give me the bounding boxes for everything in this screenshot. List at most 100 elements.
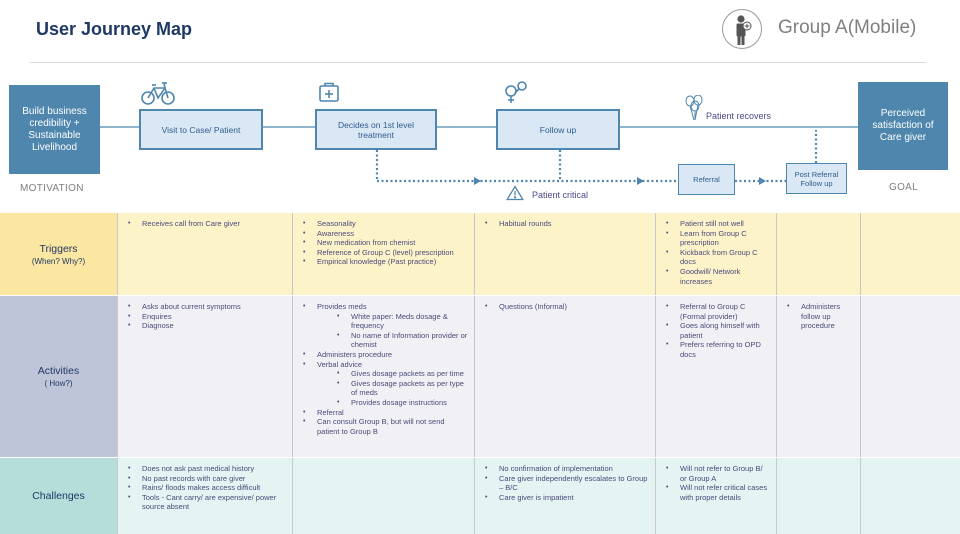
list-item: Habitual rounds bbox=[481, 219, 649, 229]
table-cell: Provides medsWhite paper: Meds dosage & … bbox=[292, 296, 474, 457]
post-referral-box: Post Referral Follow up bbox=[786, 163, 847, 194]
list-item: Tools - Cant carry/ are expensive/ power… bbox=[124, 493, 286, 512]
list-item: Prefers referring to OPD docs bbox=[662, 340, 770, 359]
row-label: Activities( How?) bbox=[0, 296, 117, 457]
step-follow-up: Follow up bbox=[496, 109, 620, 150]
step-visit-to-case: Visit to Case/ Patient bbox=[139, 109, 263, 150]
table-cell: Habitual rounds bbox=[474, 213, 655, 295]
row-triggers: Triggers(When? Why?) Receives call from C… bbox=[0, 212, 960, 295]
list-item: Provides meds bbox=[299, 302, 468, 312]
person-plus-icon bbox=[722, 9, 762, 49]
list-item: Kickback from Group C docs bbox=[662, 248, 770, 267]
journey-flow-lines bbox=[100, 126, 858, 185]
list-item: Gives dosage packets as per time bbox=[299, 369, 468, 379]
list-item: Empirical knowledge (Past practice) bbox=[299, 257, 468, 267]
list-item: Asks about current symptoms bbox=[124, 302, 286, 312]
bullet-list: Patient still not wellLearn from Group C… bbox=[662, 219, 770, 286]
referral-box: Referral bbox=[678, 164, 735, 195]
list-item: Will not refer to Group B/ or Group A bbox=[662, 464, 770, 483]
list-item: No past records with care giver bbox=[124, 474, 286, 484]
step-label: Visit to Case/ Patient bbox=[161, 124, 241, 135]
table-cell: Patient still not wellLearn from Group C… bbox=[655, 213, 776, 295]
medical-kit-icon bbox=[318, 81, 340, 108]
table-cell: Asks about current symptomsEnquiresDiagn… bbox=[117, 296, 292, 457]
bullet-list: Does not ask past medical historyNo past… bbox=[124, 464, 286, 512]
step-decides-treatment: Decides on 1st level treatment bbox=[315, 109, 437, 150]
bullet-list: Administers follow up procedure bbox=[783, 302, 854, 331]
goal-caption: GOAL bbox=[889, 182, 918, 193]
list-item: Administers procedure bbox=[299, 350, 468, 360]
bicycle-icon bbox=[141, 80, 175, 111]
table-cell bbox=[292, 458, 474, 534]
table-cell bbox=[860, 213, 960, 295]
list-item: No name of Information provider or chemi… bbox=[299, 331, 468, 350]
bullet-list: Asks about current symptomsEnquiresDiagn… bbox=[124, 302, 286, 331]
header-divider bbox=[30, 62, 926, 63]
balloons-icon bbox=[684, 94, 706, 126]
list-item: Will not refer critical cases with prope… bbox=[662, 483, 770, 502]
list-item: Diagnose bbox=[124, 321, 286, 331]
step-label: Follow up bbox=[539, 124, 577, 135]
bullet-list: Referral to Group C (Formal provider)Goe… bbox=[662, 302, 770, 360]
bullet-list: Provides medsWhite paper: Meds dosage & … bbox=[299, 302, 468, 436]
list-item: Goodwill/ Network increases bbox=[662, 267, 770, 286]
arrow-head-1 bbox=[474, 177, 481, 185]
list-item: Can consult Group B, but will not send p… bbox=[299, 417, 468, 436]
list-item: Care giver independently escalates to Gr… bbox=[481, 474, 649, 493]
bullet-list: Questions (Informal) bbox=[481, 302, 649, 312]
critical-path bbox=[375, 130, 818, 183]
goal-box: Perceived satisfaction of Care giver bbox=[858, 82, 948, 170]
list-item: Learn from Group C prescription bbox=[662, 229, 770, 248]
list-item: Receives call from Care giver bbox=[124, 219, 286, 229]
row-activities: Activities( How?)Asks about current symp… bbox=[0, 295, 960, 457]
row-label-sub: (When? Why?) bbox=[31, 256, 86, 266]
list-item: Reference of Group C (level) prescriptio… bbox=[299, 248, 468, 258]
table-cell: Referral to Group C (Formal provider)Goe… bbox=[655, 296, 776, 457]
bullet-list: No confirmation of implementationCare gi… bbox=[481, 464, 649, 502]
table-cell bbox=[860, 296, 960, 457]
group-label: Group A(Mobile) bbox=[778, 17, 917, 38]
list-item: Patient still not well bbox=[662, 219, 770, 229]
list-item: Care giver is impatient bbox=[481, 493, 649, 503]
table-cell: Receives call from Care giver bbox=[117, 213, 292, 295]
motivation-box: Build business credibility + Sustainable… bbox=[9, 85, 100, 174]
table-cell bbox=[776, 213, 860, 295]
bullet-list: Receives call from Care giver bbox=[124, 219, 286, 229]
list-item: Questions (Informal) bbox=[481, 302, 649, 312]
row-label: Triggers(When? Why?) bbox=[0, 213, 117, 295]
arrow-head-2 bbox=[637, 177, 644, 185]
motivation-caption: MOTIVATION bbox=[20, 183, 84, 194]
list-item: Seasonality bbox=[299, 219, 468, 229]
row-label-main: Triggers bbox=[39, 242, 78, 255]
table-cell: Questions (Informal) bbox=[474, 296, 655, 457]
page-title: User Journey Map bbox=[36, 19, 193, 39]
table-cell: SeasonalityAwarenessNew medication from … bbox=[292, 213, 474, 295]
list-item: Enquires bbox=[124, 312, 286, 322]
row-label: Challenges bbox=[0, 458, 117, 534]
table-cell bbox=[860, 458, 960, 534]
list-item: Provides dosage instructions bbox=[299, 398, 468, 408]
gender-symbols-icon bbox=[503, 79, 529, 110]
list-item: Awareness bbox=[299, 229, 468, 239]
list-item: Administers follow up procedure bbox=[783, 302, 854, 331]
warning-icon bbox=[506, 185, 524, 206]
list-item: Goes along himself with patient bbox=[662, 321, 770, 340]
step-label: Decides on 1st level treatment bbox=[337, 119, 415, 140]
patient-recovers-label: Patient recovers bbox=[706, 111, 772, 121]
bullet-list: SeasonalityAwarenessNew medication from … bbox=[299, 219, 468, 267]
row-challenges: Challenges Does not ask past medical hist… bbox=[0, 457, 960, 534]
table-cell: Does not ask past medical historyNo past… bbox=[117, 458, 292, 534]
list-item: Gives dosage packets as per type of meds bbox=[299, 379, 468, 398]
row-label-main: Challenges bbox=[32, 490, 85, 502]
list-item: Does not ask past medical history bbox=[124, 464, 286, 474]
arrow-head-3 bbox=[759, 177, 766, 185]
list-item: Referral to Group C (Formal provider) bbox=[662, 302, 770, 321]
list-item: Verbal advice bbox=[299, 360, 468, 370]
bullet-list: Habitual rounds bbox=[481, 219, 649, 229]
list-item: New medication from chemist bbox=[299, 238, 468, 248]
patient-critical-label: Patient critical bbox=[532, 190, 589, 200]
row-label-main: Activities bbox=[37, 365, 80, 377]
list-item: White paper: Meds dosage & frequency bbox=[299, 312, 468, 331]
post-referral-label: Post Referral Follow up bbox=[794, 169, 839, 188]
table-cell bbox=[776, 458, 860, 534]
